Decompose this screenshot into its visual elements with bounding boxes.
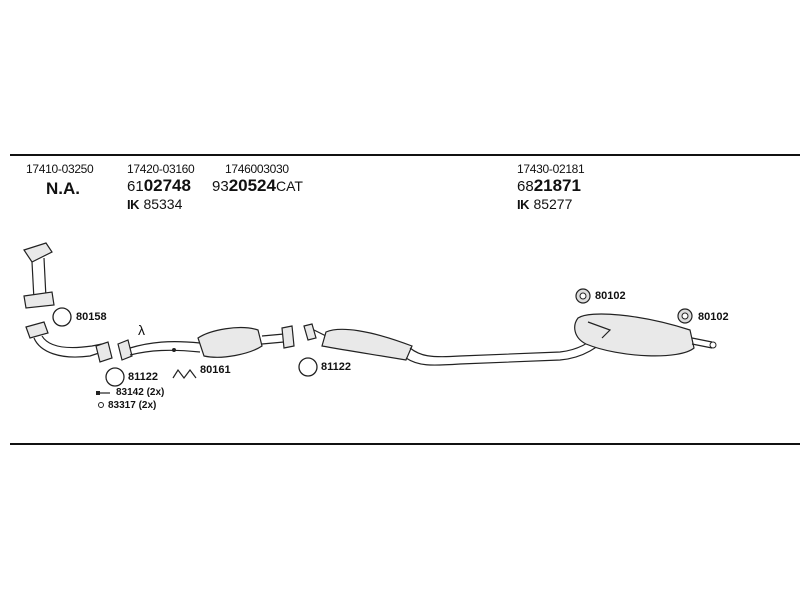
gasket-icon-81122-front	[105, 367, 125, 387]
callout-83142: 83142 (2x)	[116, 387, 165, 398]
order-number: 20524	[228, 176, 276, 195]
bolt-icon-83142	[96, 391, 110, 395]
order-number: 21871	[533, 176, 581, 195]
part-number-front-pipe: 17410-03250	[26, 162, 94, 176]
part-number-catalyst: 1746003030	[225, 162, 289, 176]
callout-80102-b: 80102	[698, 311, 729, 323]
order-prefix: 61	[127, 178, 144, 195]
order-number-rear-silencer: 6821871	[517, 177, 581, 195]
hanger-icon-80161	[172, 368, 197, 379]
order-prefix: 93	[212, 178, 229, 195]
callout-80102-a: 80102	[595, 290, 626, 302]
part-number-rear-silencer: 17430-02181	[517, 162, 585, 176]
mk-icon: IK	[517, 197, 530, 212]
part-number-intermediate-pipe: 17420-03160	[127, 162, 195, 176]
mk-icon: IK	[127, 197, 140, 212]
callout-83317: 83317 (2x)	[108, 400, 157, 411]
bottom-rule	[10, 443, 800, 445]
rubber-mount-icon-80102-b	[677, 308, 693, 324]
top-rule	[10, 154, 800, 156]
rubber-mount-icon-80102-a	[575, 288, 591, 304]
order-number-intermediate-pipe: 6102748	[127, 177, 191, 195]
nut-icon-83317	[98, 402, 104, 408]
mk-reference-rear: IK 85277	[517, 197, 572, 213]
gasket-icon-80158	[52, 307, 72, 327]
callout-81122-centre: 81122	[321, 361, 351, 373]
order-number: 02748	[143, 176, 191, 195]
front-pipe-upper	[23, 242, 55, 309]
callout-81122-front: 81122	[128, 371, 158, 383]
rear-silencer	[574, 313, 717, 357]
order-suffix: CAT	[275, 178, 303, 194]
gasket-icon-81122-centre	[298, 357, 318, 377]
mk-number: 85334	[143, 196, 183, 212]
callout-80158: 80158	[76, 311, 107, 323]
order-number-catalyst: 9320524CAT	[212, 177, 303, 195]
order-prefix: 68	[517, 178, 534, 195]
centre-pipe-with-muffler	[303, 323, 609, 366]
mk-number: 85277	[533, 196, 573, 212]
front-pipe-lower	[25, 321, 113, 363]
lambda-sensor-symbol: λ	[138, 322, 145, 338]
mk-reference-intermediate: IK 85334	[127, 197, 182, 213]
intermediate-pipe-with-catalyst	[117, 325, 295, 361]
callout-80161: 80161	[200, 364, 231, 376]
not-available-label: N.A.	[46, 179, 80, 198]
